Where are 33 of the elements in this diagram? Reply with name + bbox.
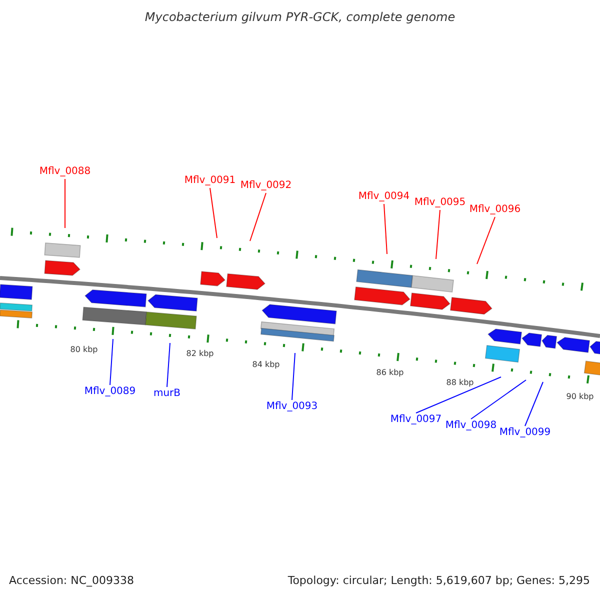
scale-label: 82 kbp: [186, 348, 214, 360]
scale-label: 80 kbp: [70, 344, 98, 356]
gene-label: murB: [153, 388, 181, 400]
genome-summary-text: Topology: circular; Length: 5,619,607 bp; Genes: 5,295: [288, 575, 590, 587]
gene-label: Mflv_0095: [414, 197, 466, 209]
leader-line: [250, 192, 266, 242]
gene-label: Mflv_0093: [266, 401, 318, 413]
gene-label: Mflv_0092: [240, 180, 292, 192]
scale-label: 86 kbp: [376, 367, 404, 379]
gene-label: Mflv_0098: [445, 420, 497, 432]
accession-text: Accession: NC_009338: [9, 575, 134, 587]
gene-label: Mflv_0099: [499, 427, 551, 439]
leader-line: [210, 188, 218, 238]
gene-label: Mflv_0094: [358, 191, 410, 203]
gene-label: Mflv_0088: [39, 166, 91, 178]
leader-line: [470, 380, 526, 420]
scale-label: 88 kbp: [446, 377, 474, 389]
leader-line: [384, 204, 388, 254]
leader-line: [476, 216, 496, 264]
title: Mycobacterium gilvum PYR-GCK, complete genome: [144, 11, 456, 23]
leader-line: [436, 210, 440, 260]
leader-line: [64, 178, 66, 228]
gene-label: Mflv_0096: [469, 204, 521, 216]
scale-label: 84 kbp: [252, 359, 280, 371]
gene-label: Mflv_0097: [390, 414, 442, 426]
leader-line: [292, 352, 296, 400]
gene-label: Mflv_0091: [184, 175, 236, 187]
leader-line: [524, 382, 544, 426]
leader-line: [110, 338, 114, 386]
leader-line: [416, 376, 502, 414]
gene-label: Mflv_0089: [84, 386, 136, 398]
scale-label: 90 kbp: [566, 391, 594, 403]
leader-line: [166, 342, 170, 388]
